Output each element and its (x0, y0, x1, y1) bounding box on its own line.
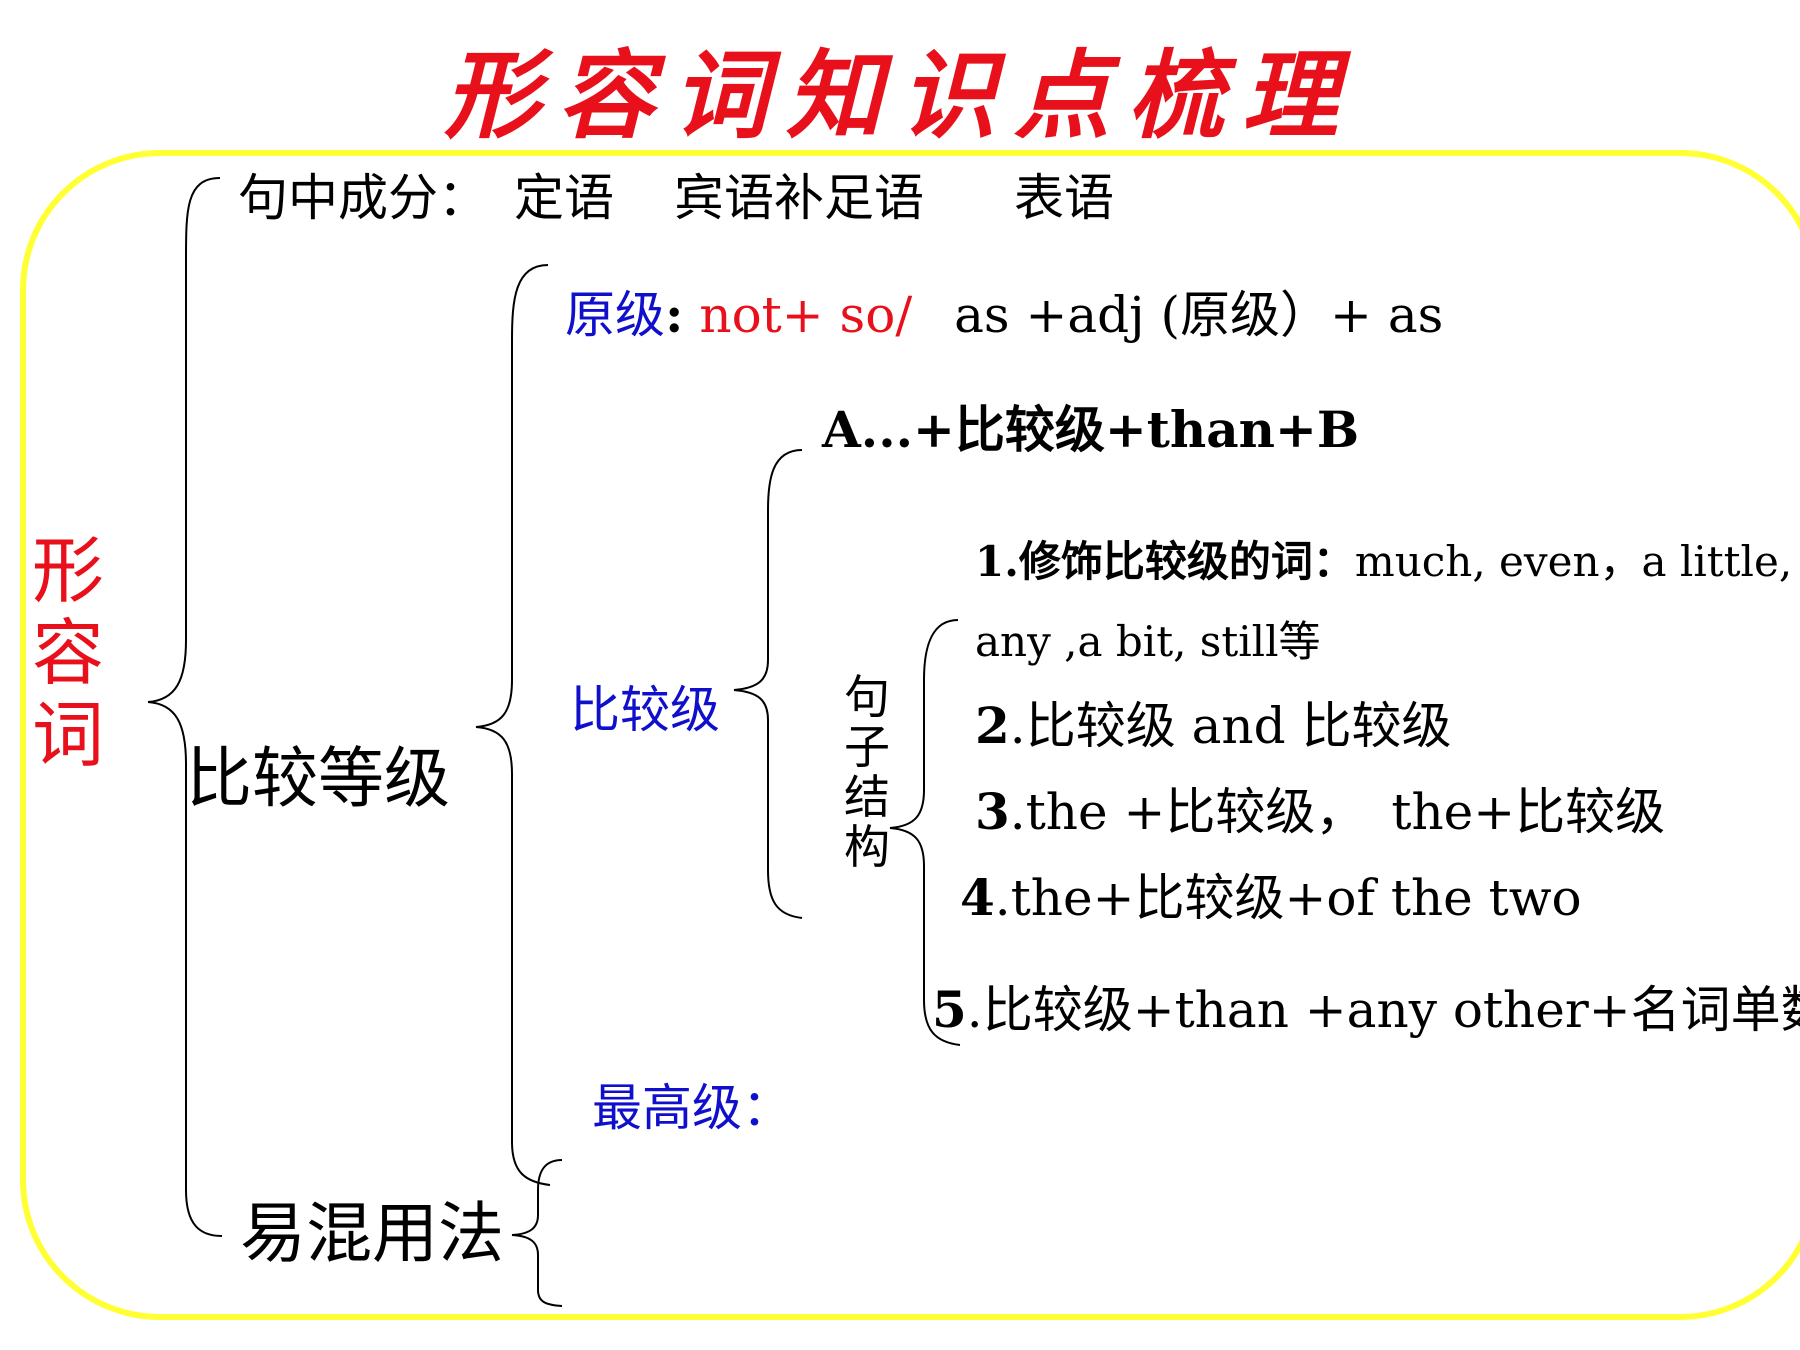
comparison-label: 比较等级 (186, 740, 450, 817)
rounded-frame (20, 150, 1800, 1320)
comparative-basic-pattern: A...+比较级+than+B (822, 400, 1360, 459)
superlative-label: 最高级： (592, 1079, 792, 1137)
role-object-complement: 宾语补足语 (674, 169, 924, 227)
structure-item-4-text: .the+比较级+of the two (994, 869, 1582, 927)
brace-root (147, 177, 223, 1237)
roles-row: 句中成分： 定语 宾语补足语 表语 (238, 158, 1114, 230)
structure-item-4-num: 4 (960, 868, 995, 927)
confusing-label: 易混用法 (240, 1195, 504, 1272)
structure-item-2: 2.比较级 and 比较级 (975, 686, 1452, 758)
structure-item-3-num: 3 (975, 782, 1010, 841)
positive-row: 原级: not+ so/ as +adj (原级）+ as (565, 275, 1443, 347)
positive-pattern-red: not+ so/ (699, 286, 913, 344)
structure-item-1-num: 1. (975, 537, 1019, 586)
structure-item-5-num: 5 (932, 980, 967, 1039)
structure-item-1: 1.修饰比较级的词：much, even，a little, far (975, 528, 1800, 589)
positive-pattern: as +adj (原级）+ as (954, 286, 1444, 344)
roles-label: 句中成分： (238, 169, 488, 227)
structure-item-1-text: 修饰比较级的词： (1018, 537, 1355, 586)
brace-comparative (733, 449, 803, 919)
structure-item-2-num: 2 (975, 696, 1010, 755)
structure-item-5-text: .比较级+than +any other+名词单数 (966, 981, 1800, 1039)
structures-label: 句子结构 (844, 670, 890, 874)
page-title: 形容词知识点梳理 (444, 39, 1356, 152)
structure-item-3-words: the+比较级 (1391, 783, 1666, 841)
structure-item-3: 3.the +比较级， the+比较级 (975, 772, 1665, 844)
structure-item-1-words: much, even，a little, far (1354, 537, 1800, 586)
structure-item-4: 4.the+比较级+of the two (960, 858, 1582, 930)
brace-structures (889, 619, 961, 1046)
root-label: 形容词 (31, 529, 104, 777)
structure-item-1-continued: any ,a bit, still等 (975, 617, 1321, 666)
positive-colon: : (665, 285, 684, 344)
brace-comparison (475, 264, 551, 1186)
role-predicative: 表语 (1014, 169, 1114, 227)
structure-item-2-text: .比较级 and 比较级 (1009, 697, 1452, 755)
brace-confusing (511, 1159, 563, 1307)
positive-label: 原级 (565, 286, 665, 344)
structure-item-3-text: .the +比较级， (1009, 783, 1366, 841)
comparative-label: 比较级 (570, 681, 720, 739)
role-attributive: 定语 (514, 169, 614, 227)
structure-item-5: 5.比较级+than +any other+名词单数 (932, 970, 1800, 1042)
